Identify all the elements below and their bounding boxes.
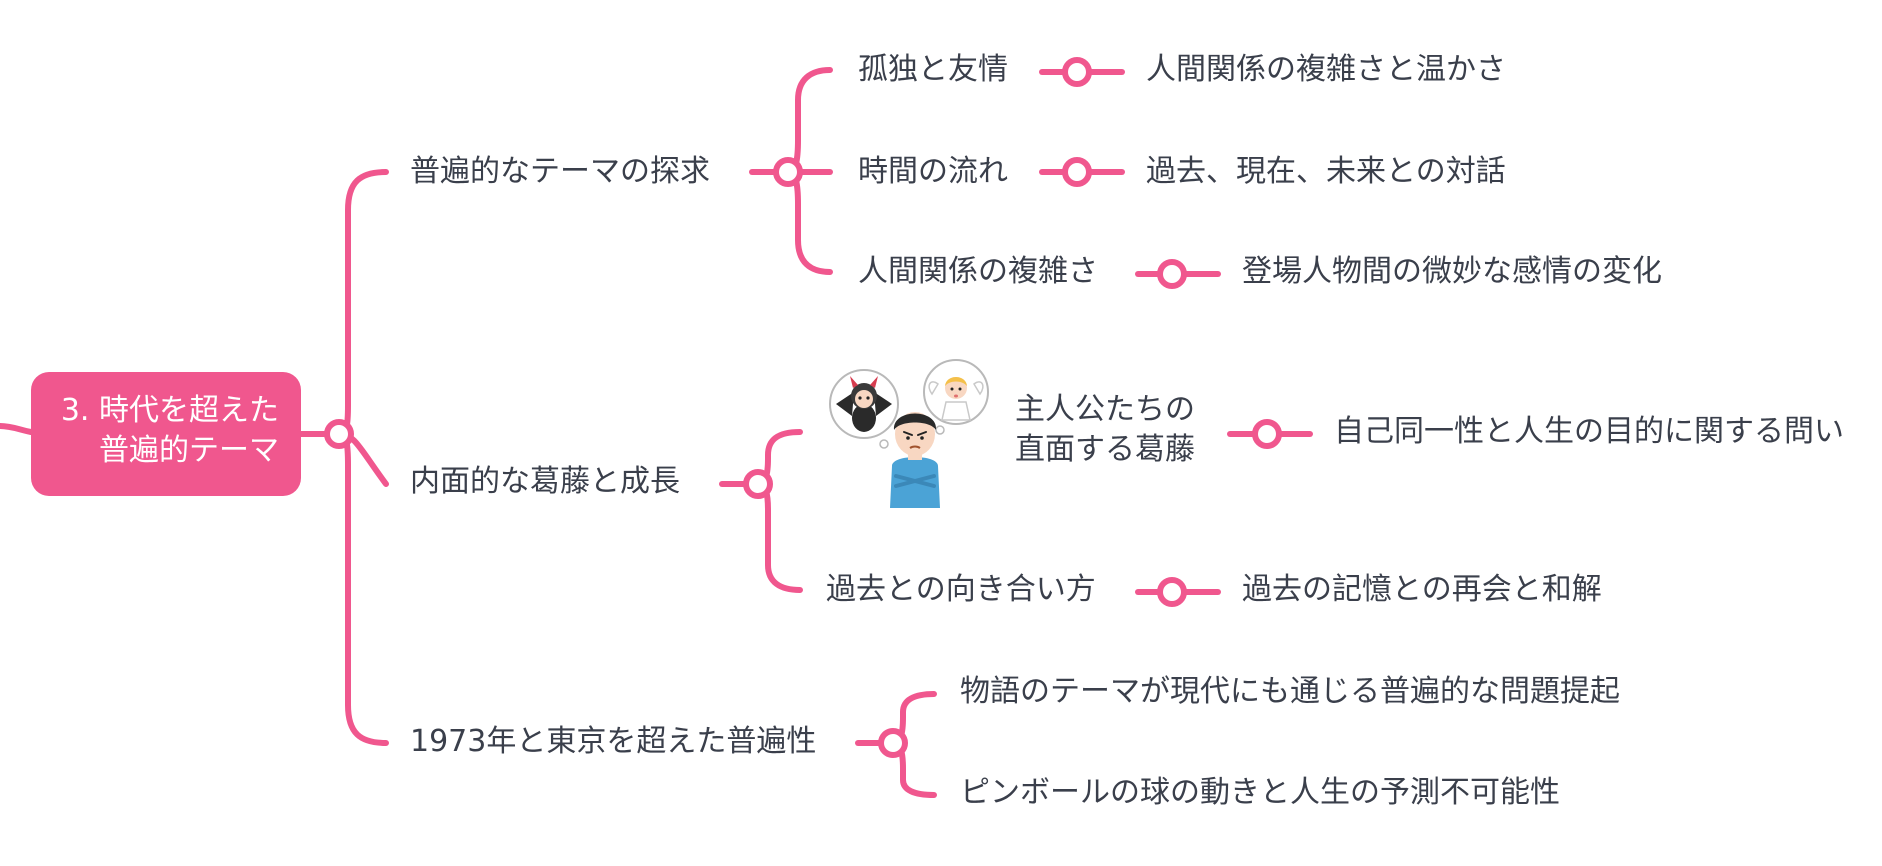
angel-figure xyxy=(928,377,984,421)
b1-c2-label[interactable]: 時間の流れ xyxy=(858,154,1008,189)
b3-c1-label[interactable]: 物語のテーマが現代にも通じる普遍的な問題提起 xyxy=(960,674,1620,709)
branch-2-label[interactable]: 内面的な葛藤と成長 xyxy=(410,464,680,499)
connector-b1-c3 xyxy=(785,169,833,275)
b1-c3-junction-node xyxy=(1157,259,1187,289)
b2-c2-junction-node xyxy=(1157,577,1187,607)
b2-c1-label-line2[interactable]: 直面する葛藤 xyxy=(1015,432,1195,467)
conflict-illustration-image xyxy=(829,359,989,508)
branch-1-label[interactable]: 普遍的なテーマの探求 xyxy=(410,154,710,189)
branch-1-junction-node xyxy=(773,157,803,187)
b2-c1-junction-node xyxy=(1252,419,1282,449)
b1-c1-detail[interactable]: 人間関係の複雑さと温かさ xyxy=(1146,52,1506,87)
b2-c2-label[interactable]: 過去との向き合い方 xyxy=(826,572,1096,607)
b1-c3-detail[interactable]: 登場人物間の微妙な感情の変化 xyxy=(1242,254,1662,289)
branch-3-label[interactable]: 1973年と東京を超えた普遍性 xyxy=(410,724,817,759)
connector-branch-1 xyxy=(336,169,389,437)
b3-c2-label[interactable]: ピンボールの球の動きと人生の予測不可能性 xyxy=(960,775,1560,810)
b1-c2-detail[interactable]: 過去、現在、未来との対話 xyxy=(1146,154,1506,189)
branch-3-junction-node xyxy=(878,728,908,758)
angel-bubble-dot xyxy=(935,425,945,435)
connector-branch-3 xyxy=(336,431,389,746)
b1-c3-label[interactable]: 人間関係の複雑さ xyxy=(858,254,1098,289)
b2-c1-detail[interactable]: 自己同一性と人生の目的に関する問い xyxy=(1334,414,1844,449)
b2-c1-label-line1[interactable]: 主人公たちの xyxy=(1015,392,1195,427)
b1-c1-junction-node xyxy=(1062,57,1092,87)
b2-c2-detail[interactable]: 過去の記憶との再会と和解 xyxy=(1242,572,1602,607)
b1-c1-label[interactable]: 孤独と友情 xyxy=(858,52,1008,87)
root-junction-node xyxy=(324,419,354,449)
root-incoming-connector xyxy=(0,423,34,435)
b1-c2-junction-node xyxy=(1062,157,1092,187)
branch-2-junction-node xyxy=(743,469,773,499)
devil-figure xyxy=(836,376,892,432)
connector-b2-c2 xyxy=(755,481,803,593)
devil-bubble-dot xyxy=(879,439,889,449)
worried-person-figure xyxy=(890,412,940,508)
root-node[interactable]: 3. 時代を超えた 普遍的テーマ xyxy=(31,372,301,496)
root-title-line2: 普遍的テーマ xyxy=(99,433,279,468)
root-title-line1: 3. 時代を超えた xyxy=(60,393,279,428)
connector-b1-c1 xyxy=(785,67,833,175)
